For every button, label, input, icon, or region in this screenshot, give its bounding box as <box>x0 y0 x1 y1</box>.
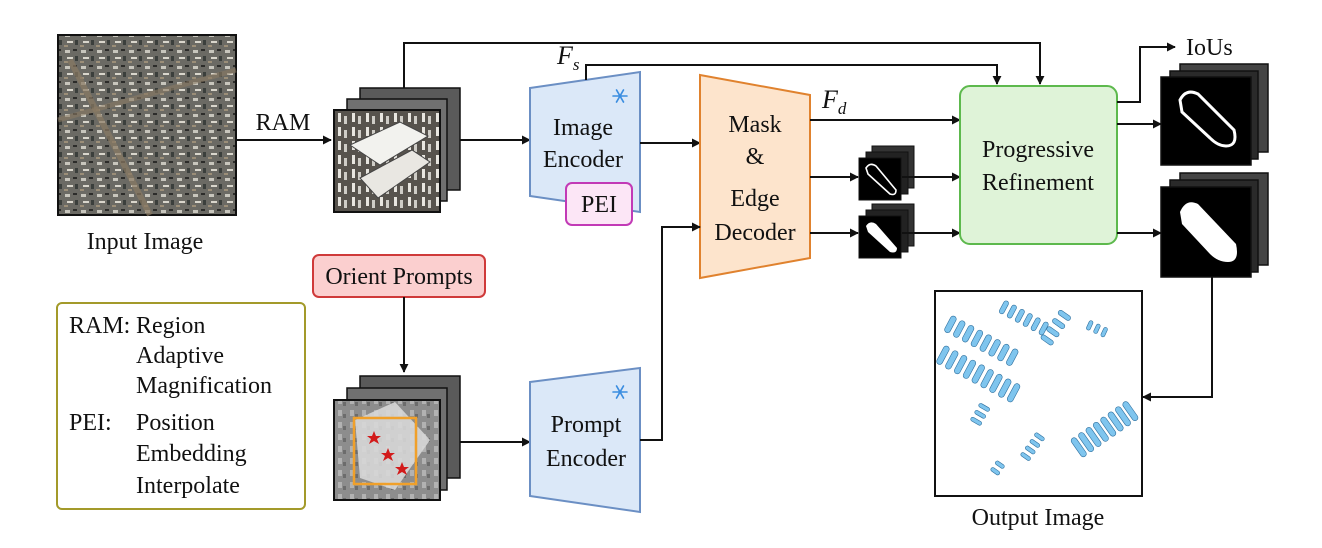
bounding-box <box>352 416 418 486</box>
ious-arrow <box>1117 42 1176 103</box>
prompt-encoder-label-2: Encoder <box>546 446 626 472</box>
legend-pei-abbr: PEI: <box>69 410 112 436</box>
legend-pei-2: Embedding <box>136 441 247 467</box>
decoder-label-3: Edge <box>730 186 779 212</box>
pei-label: PEI <box>581 192 617 218</box>
refine-label-1: Progressive <box>982 137 1094 163</box>
output-image <box>934 290 1143 497</box>
fd-label: Fd <box>821 85 847 118</box>
star-icon <box>367 431 381 444</box>
refined-mask-stack <box>1160 172 1269 278</box>
mask-edge-decoder: Mask & Edge Decoder <box>699 73 811 280</box>
refined-edge-stack <box>1160 63 1269 166</box>
mask-map-stack <box>858 203 915 259</box>
prompt-to-decoder-arrow <box>640 222 701 441</box>
image-encoder: Image Encoder <box>529 70 641 214</box>
orient-prompts-label: Orient Prompts <box>325 264 472 290</box>
prompt-encoder: Prompt Encoder <box>529 366 641 514</box>
decoder-label-4: Decoder <box>714 220 795 246</box>
ious-label: IoUs <box>1186 35 1233 61</box>
legend-pei-1: Position <box>136 410 215 436</box>
legend-pei-3: Interpolate <box>136 473 240 499</box>
magnified-crops-stack <box>333 87 461 213</box>
star-icon <box>381 448 395 461</box>
orient-prompts: Orient Prompts <box>312 254 486 298</box>
fs-label: Fs <box>556 41 580 74</box>
image-encoder-label-1: Image <box>553 115 613 141</box>
star-icon <box>395 462 409 475</box>
legend-ram-1: Region <box>136 313 205 339</box>
pei-module: PEI <box>565 182 633 226</box>
legend-ram-2: Adaptive <box>136 343 224 369</box>
legend-ram-abbr: RAM: <box>69 313 130 339</box>
input-image-label: Input Image <box>87 229 204 255</box>
legend-box: RAM: Region Adaptive Magnification PEI: … <box>56 302 306 510</box>
fs-arrow <box>585 64 1002 85</box>
edge-map-stack <box>858 145 915 201</box>
skip-connection-arrow <box>403 42 1045 88</box>
prompted-crops-stack <box>333 375 461 501</box>
progressive-refinement: Progressive Refinement <box>959 85 1118 245</box>
output-image-label: Output Image <box>972 505 1105 531</box>
decoder-label-2: & <box>746 144 765 170</box>
decoder-label-1: Mask <box>728 112 781 138</box>
refine-label-2: Refinement <box>982 170 1094 196</box>
mask-to-output-arrow <box>1142 277 1213 402</box>
legend-ram-3: Magnification <box>136 373 272 399</box>
ram-label: RAM <box>256 110 311 136</box>
image-encoder-label-2: Encoder <box>543 147 623 173</box>
input-image <box>57 34 237 217</box>
prompt-encoder-label-1: Prompt <box>551 412 622 438</box>
